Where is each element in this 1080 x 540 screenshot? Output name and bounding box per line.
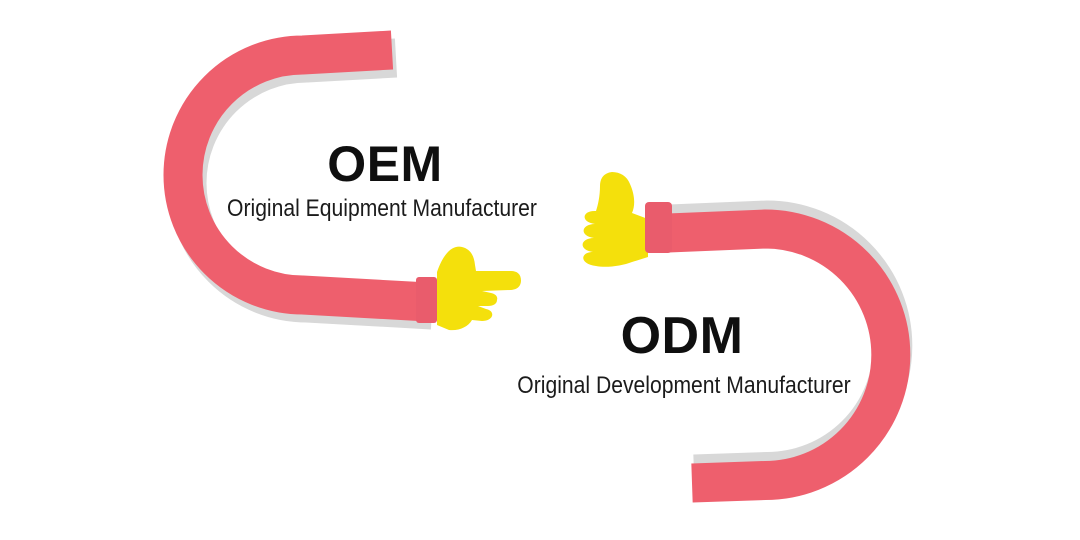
pointing-right-hand-icon bbox=[437, 246, 521, 331]
odm-subtitle: Original Development Manufacturer bbox=[517, 372, 851, 399]
oem-arc bbox=[163, 30, 430, 322]
thumbs-up-hand-icon bbox=[582, 172, 648, 267]
oem-title: OEM bbox=[327, 136, 443, 192]
odm-cuff bbox=[645, 202, 672, 253]
oem-figure bbox=[163, 30, 521, 331]
odm-title: ODM bbox=[620, 307, 744, 365]
odm-arc bbox=[667, 209, 911, 503]
oem-cuff bbox=[416, 277, 437, 323]
oem-subtitle: Original Equipment Manufacturer bbox=[227, 195, 537, 222]
odm-figure bbox=[582, 172, 913, 503]
